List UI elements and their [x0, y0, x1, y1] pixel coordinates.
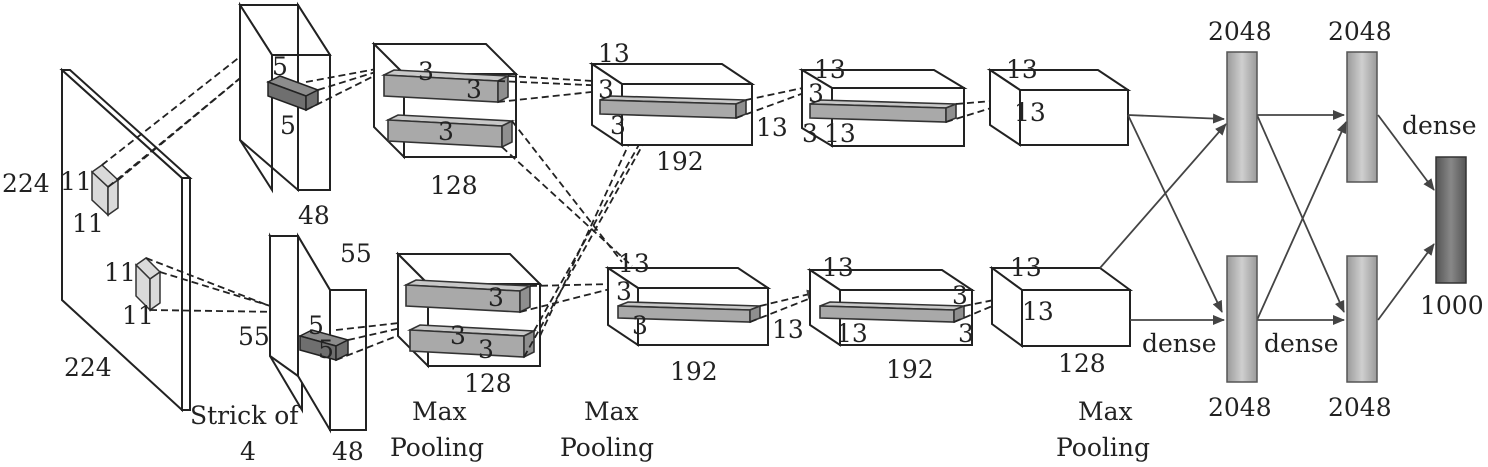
stride-label: Strick of	[190, 401, 300, 430]
conv1-top-kernel	[266, 75, 320, 112]
conv4-bot-13: 13	[822, 253, 854, 282]
dense-label-c: dense	[1402, 111, 1477, 140]
conv4-bot-3a: 3	[952, 281, 968, 310]
fc6-top-layer	[1226, 51, 1258, 183]
conv5-top-13b: 13	[1014, 98, 1046, 127]
input-to-conv1-connections	[101, 44, 291, 313]
conv1-bot-size-a: 55	[340, 239, 372, 268]
conv5-bottom-block	[988, 266, 1134, 348]
conv4-bot-3b: 3	[958, 319, 974, 348]
conv3-bot-depth: 192	[670, 357, 718, 386]
fc6-bot-label: 2048	[1208, 393, 1272, 422]
conv2-top-k1: 3	[418, 57, 434, 86]
conv2-top-k3: 3	[438, 117, 454, 146]
conv1-bot-size-b: 55	[238, 322, 270, 351]
pool1-label-b: Pooling	[390, 433, 484, 462]
fc7-bot-label: 2048	[1328, 393, 1392, 422]
conv2-top-k2: 3	[466, 75, 482, 104]
pool3-label-a: Max	[1078, 397, 1133, 426]
conv3-bot-13: 13	[618, 249, 650, 278]
conv3-top-13: 13	[598, 39, 630, 68]
conv4-top-13b: 13	[824, 119, 856, 148]
conv4-bot-depth: 192	[886, 355, 934, 384]
conv1-bot-kernel-b: 5	[318, 335, 334, 364]
dense-label-a: dense	[1142, 329, 1217, 358]
conv5-top-13a: 13	[1006, 55, 1038, 84]
conv1-bot-depth: 48	[332, 437, 364, 466]
conv2-bot-k2: 3	[450, 321, 466, 350]
stride-value: 4	[240, 437, 256, 466]
fc7-top-layer	[1346, 51, 1378, 183]
input-kernel-top-b: 11	[72, 209, 104, 238]
conv1-top-kernel-b: 5	[280, 111, 296, 140]
conv3-bottom-block	[604, 266, 772, 347]
fc7-top-label: 2048	[1328, 17, 1392, 46]
fc6-top-label: 2048	[1208, 17, 1272, 46]
conv4-top-3a: 3	[808, 79, 824, 108]
input-width-label: 224	[64, 353, 112, 382]
conv2-bot-depth: 128	[464, 369, 512, 398]
fc7-bottom-layer	[1346, 255, 1378, 383]
conv3-top-block	[588, 62, 756, 147]
conv3-top-13b: 13	[756, 113, 788, 142]
conv5-top-block	[986, 68, 1132, 147]
conv3-bot-3a: 3	[616, 277, 632, 306]
conv4-top-3b: 3	[802, 119, 818, 148]
conv2-top-block	[371, 41, 519, 160]
input-kernel-top-a: 11	[60, 167, 92, 196]
conv2-top-depth: 128	[430, 171, 478, 200]
input-kernel-bot-a: 11	[104, 258, 136, 287]
pool2-label-b: Pooling	[560, 433, 654, 462]
fc6-bottom-layer	[1226, 255, 1258, 383]
conv4-bot-13b: 13	[836, 319, 868, 348]
conv4-bottom-block	[806, 268, 976, 347]
conv4-top-block	[798, 68, 968, 148]
output-layer	[1435, 156, 1467, 284]
conv5-bot-13a: 13	[1010, 253, 1042, 282]
conv3-bot-13b: 13	[772, 315, 804, 344]
conv1-top-depth: 48	[298, 201, 330, 230]
conv3-top-3b: 3	[610, 111, 626, 140]
input-kernel-bot-b: 11	[122, 301, 154, 330]
conv2-bottom-block	[395, 251, 543, 369]
input-height-label: 224	[2, 169, 50, 198]
conv5-bot-depth: 128	[1058, 349, 1106, 378]
pool2-label-a: Max	[584, 397, 639, 426]
pool3-label-b: Pooling	[1056, 433, 1150, 462]
conv2-bot-k3: 3	[478, 335, 494, 364]
conv1-top-kernel-a: 5	[272, 52, 288, 81]
output-label: 1000	[1420, 291, 1484, 320]
conv2-bot-k1: 3	[488, 283, 504, 312]
dense-label-b: dense	[1264, 329, 1339, 358]
input-image	[59, 67, 193, 413]
pool1-label-a: Max	[412, 397, 467, 426]
conv3-bot-3b: 3	[632, 311, 648, 340]
conv1-bot-kernel-a: 5	[308, 311, 324, 340]
conv5-bot-13b: 13	[1022, 297, 1054, 326]
conv3-top-3a: 3	[598, 75, 614, 104]
dense-connections	[1099, 110, 1435, 325]
conv4-top-13: 13	[814, 55, 846, 84]
conv3-top-depth: 192	[656, 147, 704, 176]
